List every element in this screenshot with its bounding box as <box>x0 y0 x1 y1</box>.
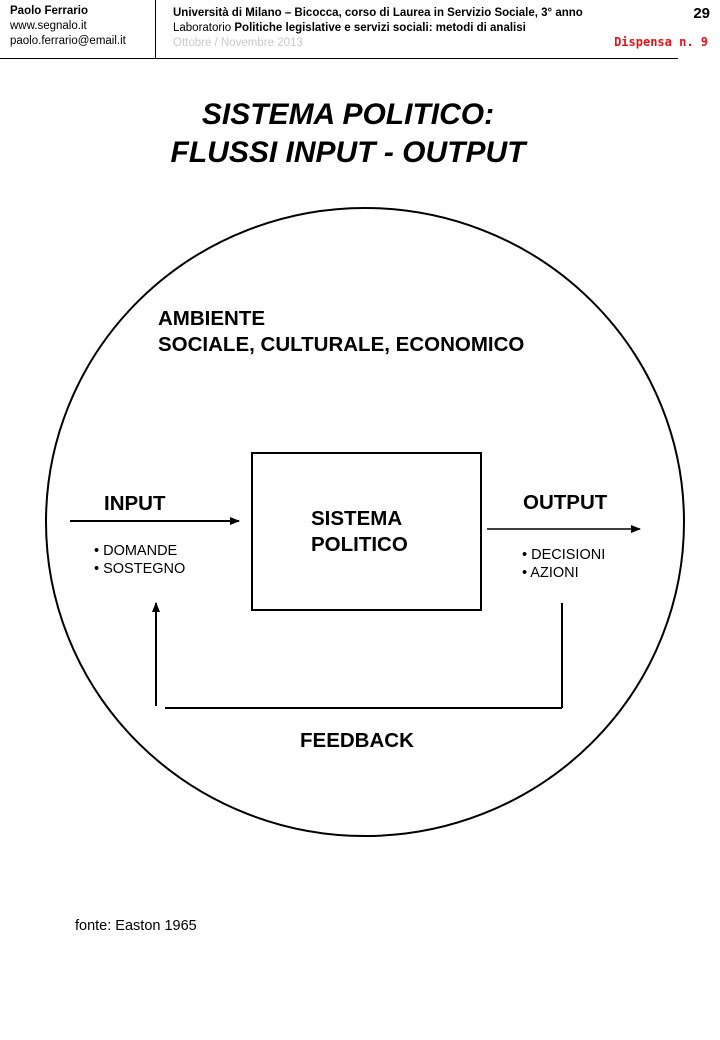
input-label: INPUT <box>104 492 166 515</box>
header-course-block: Università di Milano – Bicocca, corso di… <box>173 6 583 51</box>
input-item-support: • SOSTEGNO <box>94 561 186 577</box>
input-item-demands: • DOMANDE <box>94 543 178 559</box>
title-line-2: FLUSSI INPUT - OUTPUT <box>170 136 526 169</box>
output-label: OUTPUT <box>523 491 608 514</box>
environment-line-1: AMBIENTE <box>158 307 266 330</box>
lab-course: Politiche legislative e servizi sociali:… <box>234 22 526 34</box>
author-email: paolo.ferrario@email.it <box>10 35 126 47</box>
output-item-decisions: • DECISIONI <box>522 547 606 563</box>
source-citation: fonte: Easton 1965 <box>75 918 197 934</box>
environment-circle <box>45 207 685 837</box>
environment-line-2: SOCIALE, CULTURALE, ECONOMICO <box>158 333 525 356</box>
title-line-1: SISTEMA POLITICO: <box>201 98 495 131</box>
system-box <box>251 452 482 611</box>
lab-line: Laboratorio Politiche legislative e serv… <box>173 21 583 36</box>
university-line: Università di Milano – Bicocca, corso di… <box>173 7 583 19</box>
output-items: • DECISIONI • AZIONI <box>522 546 605 582</box>
system-line-1: SISTEMA <box>311 507 403 530</box>
feedback-label: FEEDBACK <box>300 729 414 752</box>
header-author-block: Paolo Ferrario www.segnalo.it paolo.ferr… <box>10 4 126 49</box>
output-item-actions: • AZIONI <box>522 565 579 581</box>
dispensa-label: Dispensa n. 9 <box>614 35 708 49</box>
page-title: SISTEMA POLITICO: FLUSSI INPUT - OUTPUT <box>0 96 696 172</box>
lab-prefix: Laboratorio <box>173 22 235 34</box>
input-items: • DOMANDE • SOSTEGNO <box>94 542 185 578</box>
author-website: www.segnalo.it <box>10 20 87 32</box>
environment-label: AMBIENTE SOCIALE, CULTURALE, ECONOMICO <box>158 306 524 358</box>
author-name: Paolo Ferrario <box>10 5 88 17</box>
system-line-2: POLITICO <box>311 533 408 556</box>
system-label: SISTEMA POLITICO <box>311 506 408 558</box>
period-line: Ottobre / Novembre 2013 <box>173 37 303 49</box>
page-number: 29 <box>693 5 710 22</box>
